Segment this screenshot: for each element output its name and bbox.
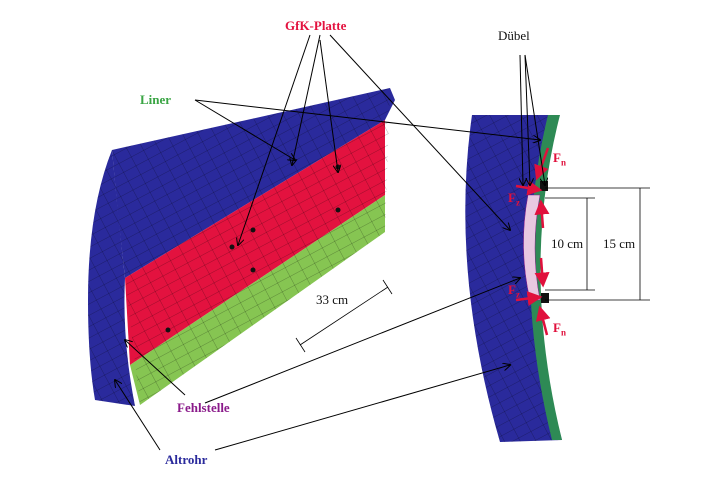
force-fz-top: Fz: [508, 190, 520, 208]
dimension-10cm: 10 cm: [551, 236, 584, 251]
pipe-cross-section: [465, 115, 562, 442]
duebel-points: [165, 164, 341, 333]
force-subscript: z: [515, 197, 520, 208]
duebel-top: [540, 181, 548, 191]
dimension-lines: [295, 187, 650, 353]
force-subscript: n: [560, 157, 566, 168]
label-liner: Liner: [140, 92, 172, 107]
force-symbol: F: [508, 282, 516, 297]
dimension-15cm: 15 cm: [603, 236, 636, 251]
label-altrohr: Altrohr: [165, 452, 208, 467]
label-gfk-platte: GfK-Platte: [285, 18, 347, 33]
force-arrows: [515, 147, 551, 336]
force-fn-top: Fn: [553, 150, 566, 168]
leader-lines: [115, 34, 545, 451]
force-fn-bottom: Fn: [553, 320, 566, 338]
force-symbol: F: [553, 150, 561, 165]
dimension-33cm: 33 cm: [316, 292, 349, 307]
force-symbol: F: [508, 190, 516, 205]
force-subscript: n: [560, 327, 566, 338]
force-subscript: z: [515, 289, 520, 300]
pipe-section-3d: [88, 88, 395, 406]
force-symbol: F: [553, 320, 561, 335]
label-fehlstelle: Fehlstelle: [177, 400, 230, 415]
duebel-bottom: [541, 293, 549, 303]
label-duebel: Dübel: [498, 28, 530, 43]
force-fz-bottom: Fz: [508, 282, 520, 300]
